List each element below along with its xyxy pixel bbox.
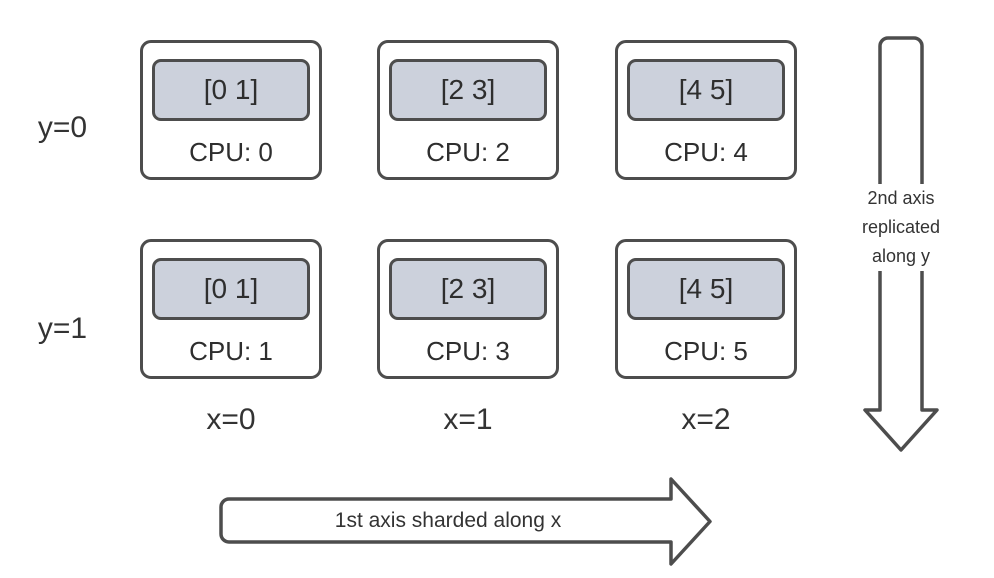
shard-chip: [4 5] [627,258,785,320]
device-box-cpu2: [2 3] CPU: 2 [377,40,559,180]
y-axis-arrow-label: 2nd axis replicated along y [845,184,957,271]
shard-label: [4 5] [678,74,734,105]
device-box-cpu5: [4 5] CPU: 5 [615,239,797,379]
cpu-label: CPU: 3 [426,335,510,366]
col-label-x2: x=2 [681,403,731,436]
col-label-x0: x=0 [206,403,256,436]
shard-label: [0 1] [203,74,259,105]
shard-chip: [0 1] [152,258,310,320]
shard-chip: [2 3] [389,258,547,320]
shard-chip: [4 5] [627,59,785,121]
shard-chip: [0 1] [152,59,310,121]
shard-label: [2 3] [440,74,496,105]
device-box-cpu0: [0 1] CPU: 0 [140,40,322,180]
cpu-label: CPU: 5 [664,335,748,366]
shard-label: [2 3] [440,273,496,304]
shard-label: [4 5] [678,273,734,304]
cpu-label: CPU: 1 [189,335,273,366]
device-box-cpu4: [4 5] CPU: 4 [615,40,797,180]
shard-label: [0 1] [203,273,259,304]
row-label-y0: y=0 [37,111,88,144]
col-label-x1: x=1 [443,403,493,436]
device-box-cpu1: [0 1] CPU: 1 [140,239,322,379]
cpu-label: CPU: 2 [426,136,510,167]
shard-chip: [2 3] [389,59,547,121]
cpu-label: CPU: 0 [189,136,273,167]
row-label-y1: y=1 [37,312,88,345]
x-axis-arrow-label: 1st axis sharded along x [334,509,562,532]
device-box-cpu3: [2 3] CPU: 3 [377,239,559,379]
cpu-label: CPU: 4 [664,136,748,167]
